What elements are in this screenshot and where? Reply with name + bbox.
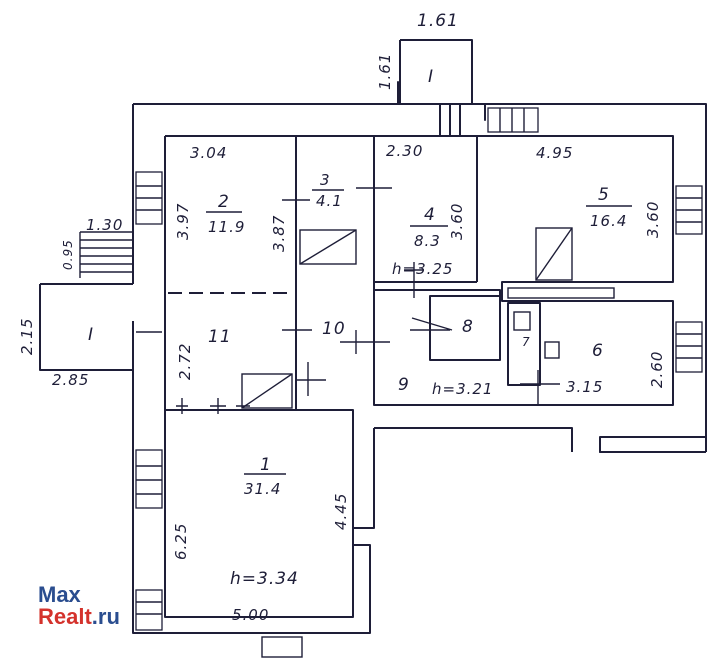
room-11-dim-left: 2.72 <box>176 343 194 380</box>
porch-left-step: 0.95 <box>61 239 75 270</box>
room-9-number: 9 <box>398 375 410 395</box>
porch-top-depth: 1.61 <box>376 53 394 90</box>
room-6-dim-bottom: 3.15 <box>566 378 603 396</box>
porch-left-depth: 2.15 <box>18 318 36 355</box>
room-4-area: 8.3 <box>414 232 441 250</box>
room-5-dim-top: 4.95 <box>536 144 573 162</box>
exterior-walls <box>39 39 707 634</box>
watermark-suffix: .ru <box>91 604 120 629</box>
porch-left-width: 1.30 <box>86 216 123 234</box>
room-1-number: 1 <box>260 455 272 475</box>
room-2-number: 2 <box>218 192 230 212</box>
porch-top-width: 1.61 <box>417 11 459 31</box>
door-marks <box>136 176 560 414</box>
room-5-area: 16.4 <box>590 212 627 230</box>
room-1-height: h=3.34 <box>230 569 299 589</box>
watermark-line1: Max <box>38 582 81 607</box>
room-4-number: 4 <box>424 205 436 225</box>
room-2-dim-left: 3.97 <box>174 203 192 240</box>
room-9-height: h=3.21 <box>432 380 493 398</box>
room-4-dim-right: 3.60 <box>448 203 466 240</box>
porch-left-length: 2.85 <box>52 371 89 389</box>
room-10-number: 10 <box>322 319 346 339</box>
porch-top-label: I <box>428 67 434 87</box>
room-4-dim-top: 2.30 <box>386 142 423 160</box>
room-4-height: h=3.25 <box>392 260 453 278</box>
room-1-dim-bottom: 5.00 <box>232 606 269 624</box>
watermark-line2: Realt.ru <box>38 606 120 628</box>
room-11-number: 11 <box>208 327 232 347</box>
watermark-realt: Realt <box>38 604 92 629</box>
windows <box>135 104 703 631</box>
porch-left-label: I <box>88 325 94 345</box>
room-5-dim-right: 3.60 <box>644 201 662 238</box>
site-watermark: Max Realt.ru <box>38 584 120 628</box>
room-2-area: 11.9 <box>208 218 245 236</box>
room-2-dim-right: 3.87 <box>270 215 288 252</box>
room-3-number: 3 <box>320 171 331 189</box>
room-5-number: 5 <box>598 185 610 205</box>
room-6-number: 6 <box>592 341 604 361</box>
room-3-area: 4.1 <box>316 192 343 210</box>
room-7-number: 7 <box>522 335 531 349</box>
fixtures <box>241 227 615 658</box>
room-2-dim-top: 3.04 <box>190 144 227 162</box>
interior-walls <box>165 136 541 414</box>
room-1-dim-left: 6.25 <box>172 523 190 560</box>
room-8-number: 8 <box>462 317 474 337</box>
room-1-area: 31.4 <box>244 480 281 498</box>
room-6-dim-right: 2.60 <box>648 351 666 388</box>
room-1-dim-right: 4.45 <box>332 493 350 530</box>
